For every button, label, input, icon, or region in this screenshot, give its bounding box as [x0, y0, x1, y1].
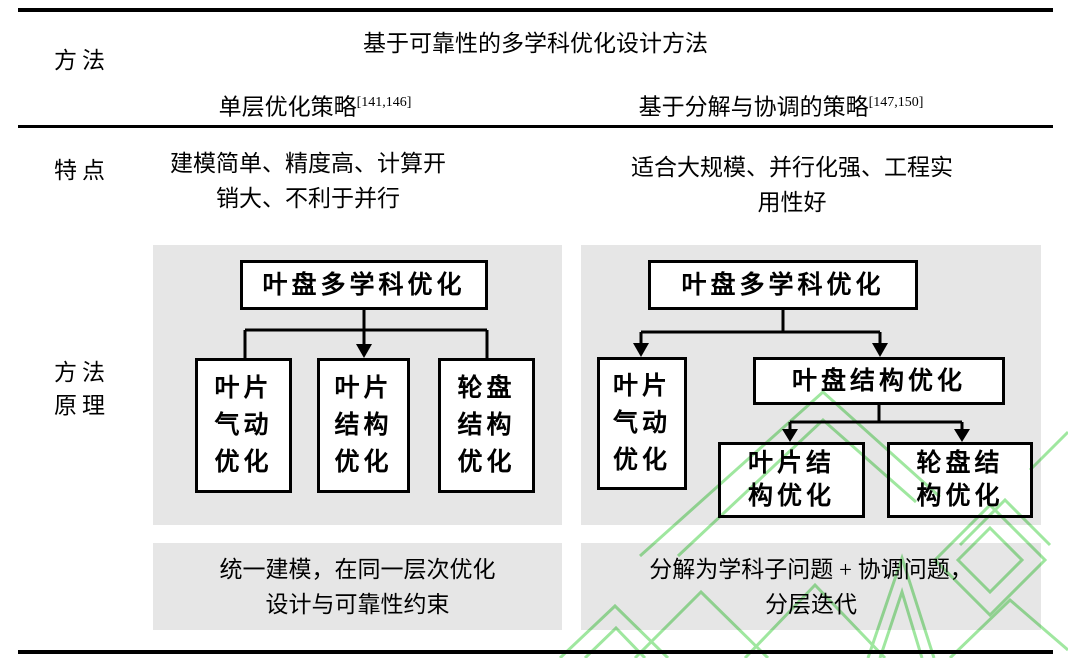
table-rule-top: [18, 8, 1053, 12]
box-blade-aero-opt: 叶片 气动 优化: [597, 357, 687, 490]
arrowhead-down-icon: [356, 344, 372, 358]
table-rule-header-bottom: [18, 125, 1053, 128]
features-line: 适合大规模、并行化强、工程实: [631, 155, 953, 180]
box-bladedisk-mdo: 叶盘多学科优化: [648, 260, 918, 310]
arrowhead-down-icon: [782, 429, 798, 442]
features-single-level: 建模简单、精度高、计算开 销大、不利于并行: [105, 146, 511, 216]
summary-line: 设计与可靠性约束: [265, 591, 450, 617]
summary-single-level: 统一建模，在同一层次优化 设计与可靠性约束: [220, 552, 496, 622]
box-bladedisk-struct-opt: 叶盘结构优化: [753, 357, 1005, 405]
row-label-features: 特点: [54, 158, 110, 183]
arrowhead-down-icon: [954, 429, 970, 442]
box-bladedisk-mdo: 叶盘多学科优化: [240, 260, 488, 310]
arrowhead-down-icon: [872, 343, 888, 357]
col-header-single-level-strategy: 单层优化策略[141,146]: [150, 85, 480, 125]
features-decomposition: 适合大规模、并行化强、工程实 用性好: [589, 150, 995, 220]
citation-ref: [141,146]: [356, 95, 412, 110]
box-blade-struct-opt: 叶片 结构 优化: [317, 358, 410, 493]
box-blade-struct-opt: 叶片结 构优化: [718, 442, 865, 518]
summary-line: 统一建模，在同一层次优化: [219, 556, 496, 582]
features-line: 销大、不利于并行: [216, 186, 400, 211]
summary-line: 分层迭代: [764, 591, 857, 617]
box-disk-struct-opt: 轮盘 结构 优化: [438, 358, 535, 493]
diagram-panel-decomposition: 叶盘多学科优化 叶片 气动 优化 叶盘结构优化 叶片结 构优化 轮盘结 构优化: [581, 245, 1041, 525]
features-line: 用性好: [757, 190, 827, 215]
row-label-principle: 方法 原理: [54, 360, 110, 418]
table-title: 基于可靠性的多学科优化设计方法: [363, 31, 708, 56]
citation-ref: [147,150]: [868, 95, 924, 110]
diagram-panel-single-level: 叶盘多学科优化 叶片 气动 优化 叶片 结构 优化 轮盘 结构 优化: [153, 245, 562, 525]
box-blade-aero-opt: 叶片 气动 优化: [195, 358, 292, 493]
summary-panel-decomposition: 分解为学科子问题 + 协调问题， 分层迭代: [581, 543, 1041, 630]
connector-lines: [243, 310, 489, 358]
row-label-method: 方法: [54, 48, 110, 73]
box-disk-struct-opt: 轮盘结 构优化: [887, 442, 1033, 518]
table-rule-bottom: [18, 650, 1053, 654]
arrowhead-down-icon: [633, 343, 649, 357]
features-line: 建模简单、精度高、计算开: [170, 151, 446, 176]
col-header-single-level-label: 单层优化策略: [218, 94, 357, 120]
summary-line: 分解为学科子问题 + 协调问题，: [649, 556, 973, 582]
summary-decomposition: 分解为学科子问题 + 协调问题， 分层迭代: [649, 552, 972, 622]
summary-panel-single-level: 统一建模，在同一层次优化 设计与可靠性约束: [153, 543, 562, 630]
col-header-decomposition-strategy: 基于分解与协调的策略[147,150]: [571, 85, 991, 125]
col-header-decomposition-label: 基于分解与协调的策略: [638, 94, 869, 120]
